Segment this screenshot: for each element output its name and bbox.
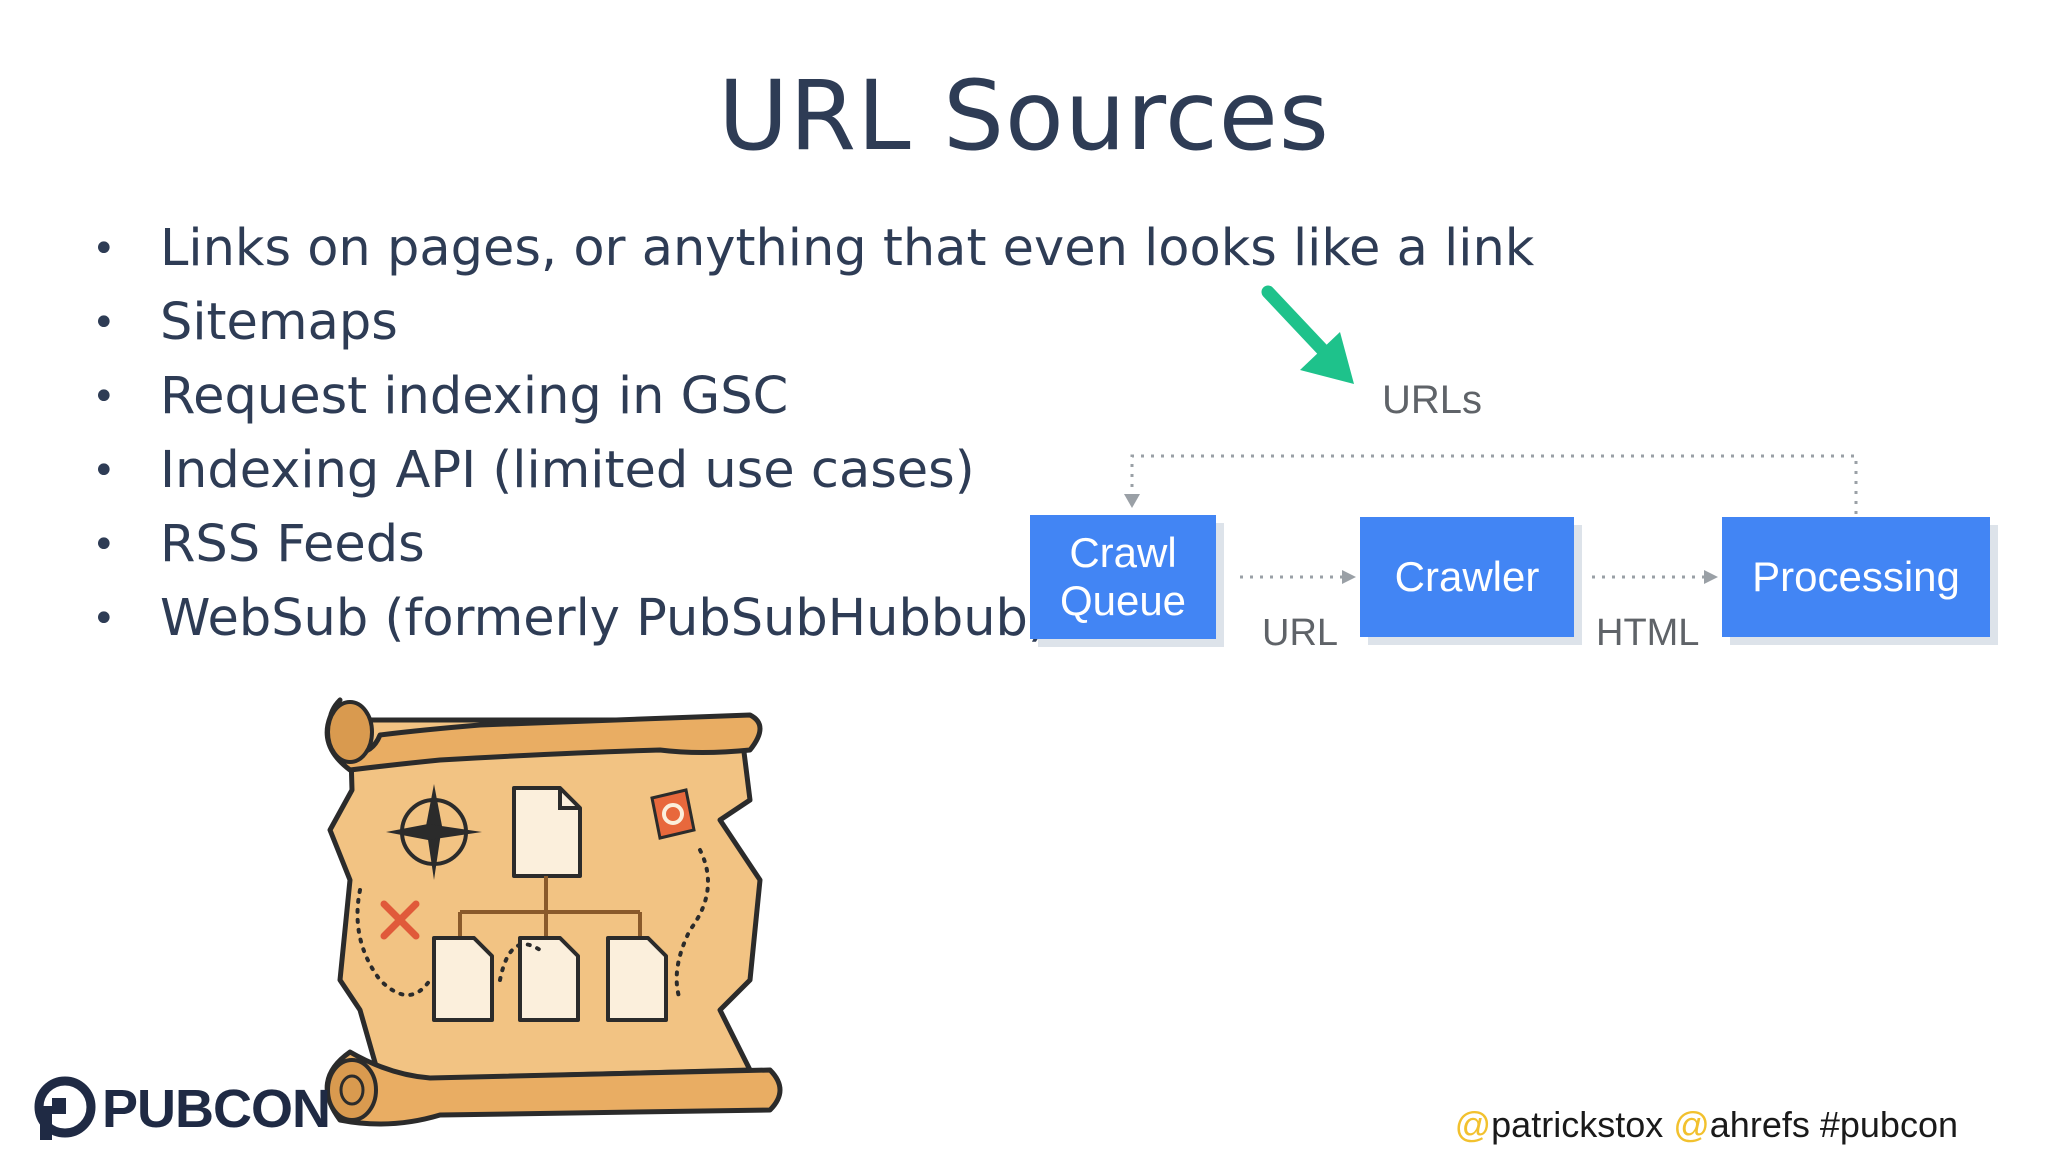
- crawl-queue-line1: Crawl: [1069, 529, 1177, 576]
- handle-ahrefs: ahrefs: [1709, 1104, 1810, 1145]
- bullet-list: Links on pages, or anything that even lo…: [92, 212, 1534, 656]
- crawler-label: Crawler: [1394, 553, 1540, 600]
- processing-label: Processing: [1752, 553, 1960, 600]
- pubcon-logo: PUBCON: [34, 1076, 331, 1142]
- pubcon-logo-icon: [34, 1076, 96, 1140]
- bullet-item: Links on pages, or anything that even lo…: [92, 212, 1534, 286]
- bullet-item: Sitemaps: [92, 286, 1534, 360]
- green-arrow-icon: [1261, 285, 1354, 384]
- hashtag-pubcon: #pubcon: [1819, 1104, 1958, 1145]
- bullet-item: Indexing API (limited use cases): [92, 434, 1534, 508]
- at-symbol: @: [1454, 1104, 1492, 1145]
- url-edge-label: URL: [1262, 612, 1339, 654]
- crawl-diagram: URLs Crawl Queue Crawler Processing URL …: [1020, 300, 2020, 680]
- bullet-item: RSS Feeds: [92, 508, 1534, 582]
- crawler-box: Crawler: [1360, 517, 1574, 637]
- sitemap-scroll-illustration: [324, 697, 783, 1127]
- html-edge-label: HTML: [1596, 612, 1700, 654]
- at-symbol: @: [1673, 1104, 1710, 1145]
- diagram-connectors: [1124, 454, 1858, 584]
- pubcon-logo-text: PUBCON: [102, 1079, 331, 1139]
- crawl-queue-box: Crawl Queue: [1030, 515, 1216, 639]
- social-handles: @patrickstox @ahrefs #pubcon: [1455, 1104, 1958, 1146]
- crawl-queue-line2: Queue: [1059, 577, 1187, 624]
- bullet-item: WebSub (formerly PubSubHubbub): [92, 582, 1534, 656]
- urls-label: URLs: [1382, 378, 1483, 422]
- slide-title: URL Sources: [718, 60, 1330, 172]
- handle-patrickstox: patrickstox: [1491, 1104, 1664, 1145]
- processing-box: Processing: [1722, 517, 1990, 637]
- bullet-item: Request indexing in GSC: [92, 360, 1534, 434]
